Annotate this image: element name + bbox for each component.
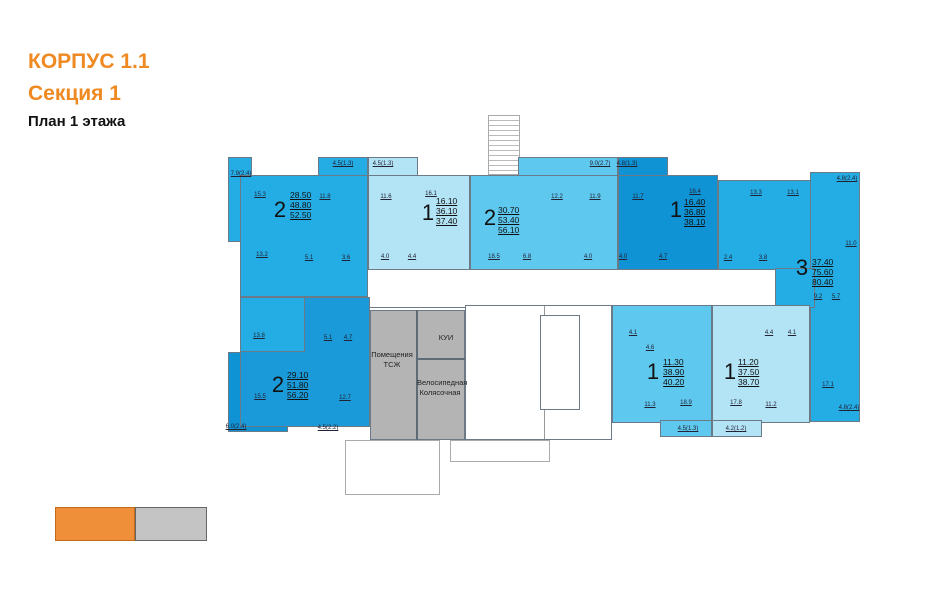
room-area: 4.7 [343,335,353,341]
room-count: 1 [421,200,435,225]
room-area: 4.5(1.3) [372,161,394,167]
room-area: 15.5 [254,394,266,400]
room-count: 2 [483,205,497,230]
elevator-shaft [540,315,580,410]
room-area: 12.2 [551,194,563,200]
lobby [465,305,612,440]
room-count: 2 [273,197,287,222]
room-area: 12.7 [339,395,351,401]
room-area: 4.0 [583,254,593,260]
room-area: 4.8(2.4) [836,176,858,182]
room-area: 16.1 [425,191,437,197]
room-area: 4.1 [787,330,797,336]
room-area: 4.4 [407,254,417,260]
room-area: 13.3 [750,190,762,196]
room-area: 17.1 [822,382,834,388]
room-area: 11.3 [644,402,656,408]
room-area: 13.8 [253,333,265,339]
room-area: 11.9 [589,194,601,200]
room-area: 4.4 [764,330,774,336]
room-area: 11.7 [632,194,644,200]
room-area: 11.8 [319,194,331,200]
bike-stroller-room-label: Велосипедная Колясочная [417,378,468,397]
room-count: 1 [646,359,660,384]
corridor [300,268,810,308]
entrance-porch [345,440,440,495]
room-area: 13.2 [256,252,268,258]
room-area: 6.0(2.4) [225,424,247,430]
room-area: 3.6 [341,255,351,261]
room-area: 4.2(1.2) [725,426,747,432]
room-area: 3.8 [758,255,768,261]
room-area: 4.8(2.4) [838,405,860,411]
key-plan-current-section [55,507,135,541]
room-area: 4.8(1.3) [616,161,638,167]
key-plan-other-section [135,507,207,541]
room-area: 4.0 [618,254,628,260]
room-area: 11.0 [845,241,857,247]
room-count: 2 [271,372,285,397]
room-count: 3 [795,255,809,280]
room-area: 4.5(1.3) [677,426,699,432]
section-title: Секция 1 [28,82,121,105]
kui-room-label: КУИ [438,333,454,342]
room-area: 2.4 [723,255,733,261]
room-count: 1 [669,197,683,222]
room-area: 6.8 [522,254,532,260]
room-count: 1 [723,359,737,384]
room-area: 16.4 [689,189,701,195]
room-area: 7.9(2.4) [230,171,252,177]
room-area: 4.6 [645,345,655,351]
room-area: 18.5 [488,254,500,260]
room-area: 15.3 [254,192,266,198]
building-title: КОРПУС 1.1 [28,50,150,73]
tszh-room-label: Помещения ТСЖ [371,350,413,369]
room-area: 4.5(1.3) [332,161,354,167]
room-area: 5.1 [304,255,314,261]
room-area: 4.1 [628,330,638,336]
room-area: 4.5(2.2) [317,425,339,431]
plan-title: План 1 этажа [28,113,126,130]
room-area: 11.6 [380,194,392,200]
room-area: 4.7 [658,254,668,260]
room-area: 18.9 [680,400,692,406]
room-area: 17.8 [730,400,742,406]
room-area: 11.2 [765,402,777,408]
entrance-porch-2 [450,440,550,462]
outdoor-stairs [488,115,520,175]
room-area: 9.0(2.7) [589,161,611,167]
room-area: 5.7 [831,294,841,300]
room-area: 13.1 [787,190,799,196]
room-area: 4.0 [380,254,390,260]
room-area: 5.1 [323,335,333,341]
room-area: 9.2 [813,294,823,300]
